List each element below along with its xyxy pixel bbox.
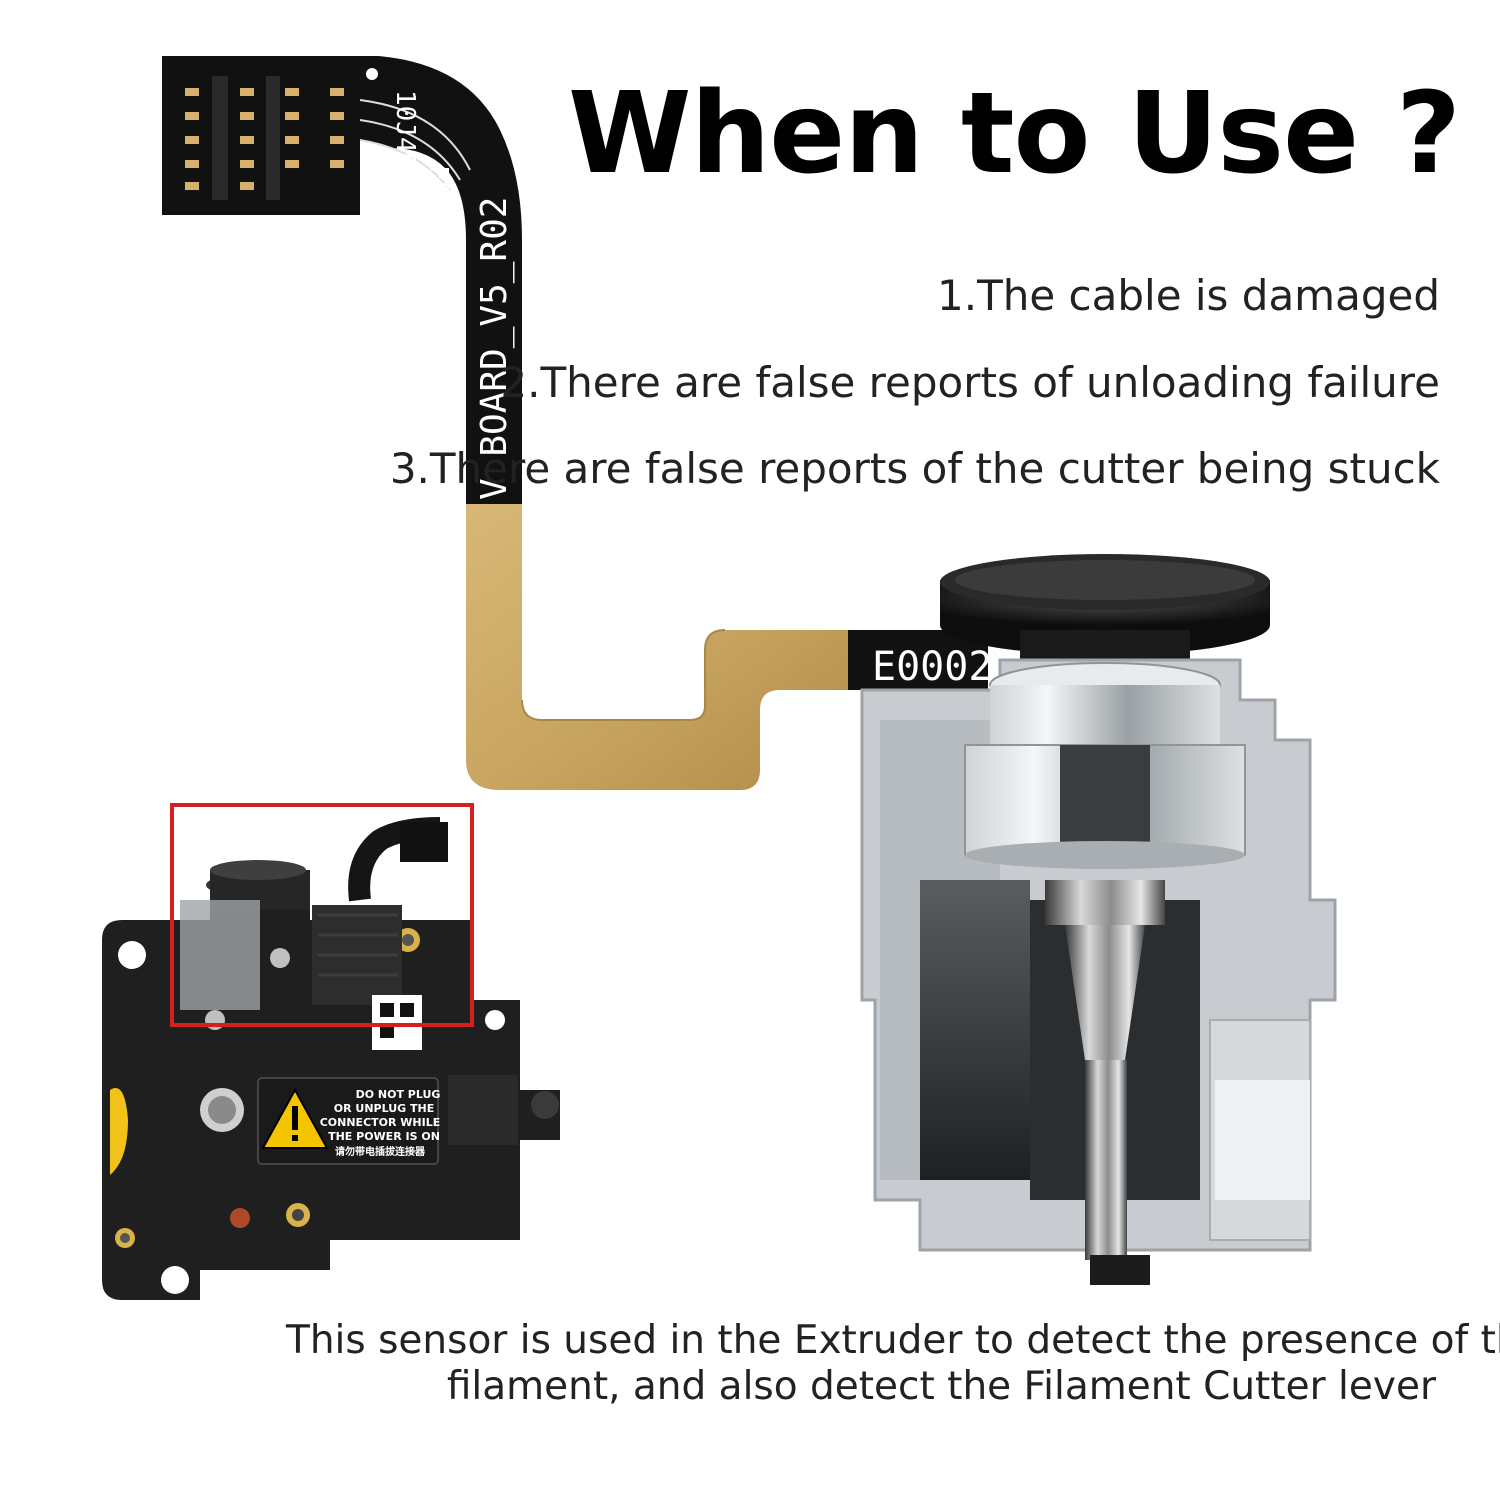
reason-item-3: 3.There are false reports of the cutter … (389, 444, 1440, 493)
caption-line-2: filament, and also detect the Filament C… (446, 1364, 1436, 1409)
warning-line-3: CONNECTOR WHILE (320, 1116, 441, 1129)
caption-line-1: This sensor is used in the Extruder to d… (286, 1318, 1500, 1363)
pcb-fpc-label: FPC (423, 165, 453, 212)
highlight-box (170, 803, 474, 1027)
connector-head (162, 56, 522, 360)
reason-item-2: 2.There are false reports of unloading f… (500, 358, 1440, 407)
headline: When to Use ? (568, 69, 1461, 199)
connector-pins (185, 88, 344, 190)
flex-cable-gold (466, 504, 850, 790)
flex-cable (162, 56, 988, 790)
reason-item-1: 1.The cable is damaged (937, 271, 1440, 320)
sensor-module (860, 554, 1337, 1285)
pcb-code-label: E0002 (872, 644, 992, 690)
pcb-pins-b: 5 (361, 160, 391, 176)
extruder-assembly: DO NOT PLUG OR UNPLUG THE CONNECTOR WHIL… (102, 817, 560, 1300)
warning-line-1: DO NOT PLUG (356, 1088, 441, 1101)
warning-line-2: OR UNPLUG THE (334, 1102, 434, 1115)
caption: This sensor is used in the Extruder to d… (286, 1318, 1500, 1410)
pcb-board-label: V BOARD_V5_R02 (474, 197, 515, 500)
pcb-markings: V BOARD_V5_R02 FPC 10J46 5 E0002 (361, 90, 992, 690)
warning-line-5: 请勿带电插拔连接器 (335, 1145, 426, 1158)
pcb-pins-a: 10J46 (390, 90, 420, 168)
warning-line-4: THE POWER IS ON (328, 1130, 440, 1143)
